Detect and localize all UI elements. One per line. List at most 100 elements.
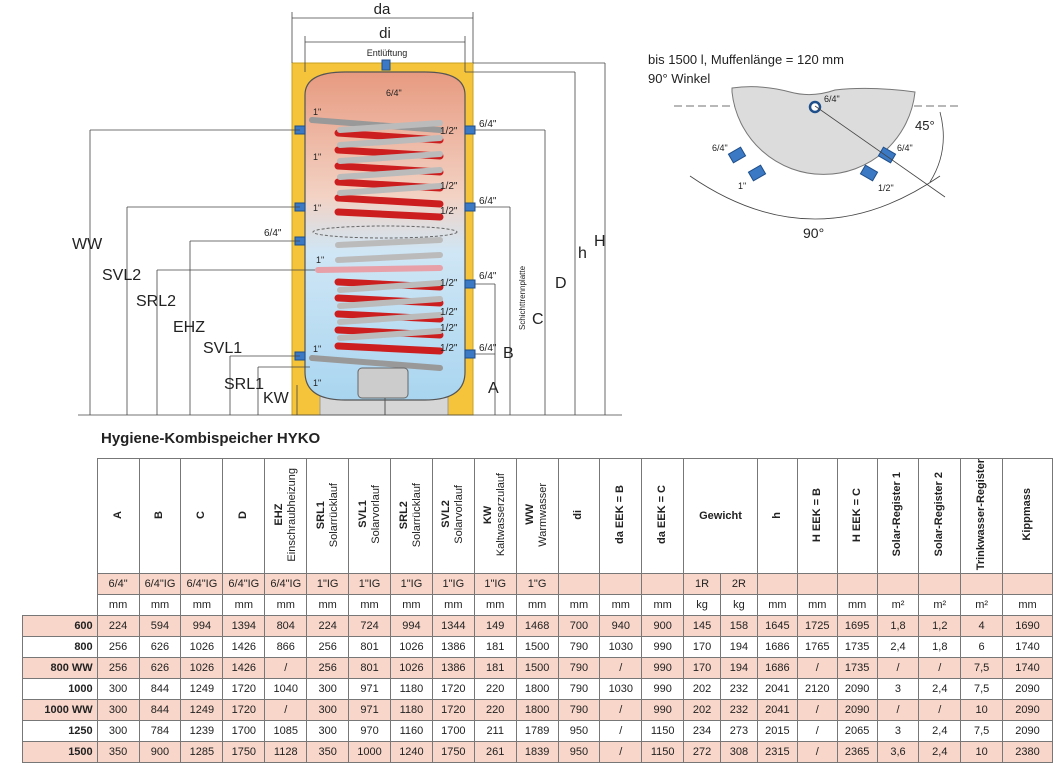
table-cell: mm [557,594,601,617]
table-cell: 940 [599,615,643,638]
table-cell: 1765 [796,636,838,659]
table-cell: 308 [720,741,758,763]
table-cell [756,573,798,596]
table-cell: / [796,699,838,722]
table-cell: 724 [348,615,391,638]
table-cell: 224 [96,615,140,638]
table-cell: 970 [348,720,391,743]
left-6-4-label: 6/4" [264,228,282,239]
table-cell: / [599,657,643,680]
column-header: B [138,457,182,575]
table-cell: 1000 [348,741,391,763]
coil-1in-5: 1" [313,344,321,354]
dim-a: A [488,380,499,397]
table-cell: 181 [473,636,517,659]
table-cell: 1026 [180,636,224,659]
dim-srl1: SRL1 [224,376,264,393]
table-cell: mm [348,594,391,617]
table-cell: 350 [96,741,140,763]
table-cell: 804 [264,615,308,638]
table-cell: 1690 [1002,615,1053,638]
dim-svl1: SVL1 [203,340,242,357]
table-cell: 145 [683,615,722,638]
column-header: A [96,457,140,575]
column-header: Solar-Register 1 [876,457,920,575]
table-cell: / [918,657,962,680]
dim-b: B [503,345,514,362]
dim-kw: KW [263,390,290,407]
section-left-top: 6/4" [712,143,728,153]
table-cell: 2090 [1002,720,1053,743]
right-6-4-1: 6/4" [479,119,497,130]
section-note-1: bis 1500 l, Muffenlänge = 120 mm [648,52,844,67]
table-cell: 1"G [515,573,559,596]
table-cell: mm [389,594,433,617]
table-cell: 300 [96,720,140,743]
table-cell: 158 [720,615,758,638]
table-cell: 990 [641,699,685,722]
table-cell: 1085 [264,720,308,743]
table-cell: 990 [641,657,685,680]
lower-coil [309,237,444,371]
table-cell: mm [306,594,350,617]
table-cell: m² [918,594,962,617]
table-cell: 1030 [599,636,643,659]
heater-flange [357,367,409,399]
column-header: Solar-Register 2 [918,457,962,575]
table-cell: 1285 [180,741,224,763]
table-cell: 1686 [756,636,798,659]
row-label: 1000 [22,678,98,701]
table-cell: 1160 [389,720,433,743]
table-cell: 844 [138,699,182,722]
column-header: Gewicht [683,457,758,575]
table-cell: 6 [960,636,1004,659]
table-cell: 790 [557,678,601,701]
row-label: 600 [22,615,98,638]
table-cell: mm [1002,594,1053,617]
table-cell: 994 [180,615,224,638]
table-cell: 1426 [222,657,266,680]
table-cell: 256 [96,657,140,680]
table-cell: 273 [720,720,758,743]
table-cell: / [599,699,643,722]
dim-ehz: EHZ [173,319,205,336]
column-header: Trinkwasser-Register [960,457,1004,575]
table-cell: 2065 [836,720,878,743]
half-in-7: 1/2" [440,343,458,354]
table-cell: 232 [720,699,758,722]
table-cell: 626 [138,657,182,680]
half-in-4: 1/2" [440,278,458,289]
table-cell: 971 [348,699,391,722]
table-cell: 1239 [180,720,224,743]
tank-drawing: da di Entlüftung 6/4" WW SVL2 SRL2 EHZ S… [72,1,960,416]
table-cell: 790 [557,636,601,659]
row-label: 1500 [22,741,98,763]
angle-90-label: 90° [803,225,824,241]
table-cell: 6/4"IG [138,573,182,596]
table-cell: 194 [720,636,758,659]
dim-h-large: H [594,233,606,250]
table-cell: 1468 [515,615,559,638]
center-conn-label: 6/4" [824,94,840,104]
table-cell: 1394 [222,615,266,638]
table-cell: mm [641,594,685,617]
coil-1in-2: 1" [313,152,321,162]
section-right-top: 6/4" [897,143,913,153]
table-cell: 7,5 [960,678,1004,701]
center-connection-icon [808,100,822,114]
table-cell: 971 [348,678,391,701]
table-cell: 594 [138,615,182,638]
table-cell: 1740 [1002,636,1053,659]
table-cell: 6/4"IG [180,573,224,596]
table-cell: 170 [683,636,722,659]
table-cell: / [599,741,643,763]
section-right-bottom: 1/2" [878,183,894,193]
right-6-4-2: 6/4" [479,196,497,207]
half-in-2: 1/2" [440,181,458,192]
row-label [22,573,98,595]
table-cell: 170 [683,657,722,680]
table-cell: mm [222,594,266,617]
